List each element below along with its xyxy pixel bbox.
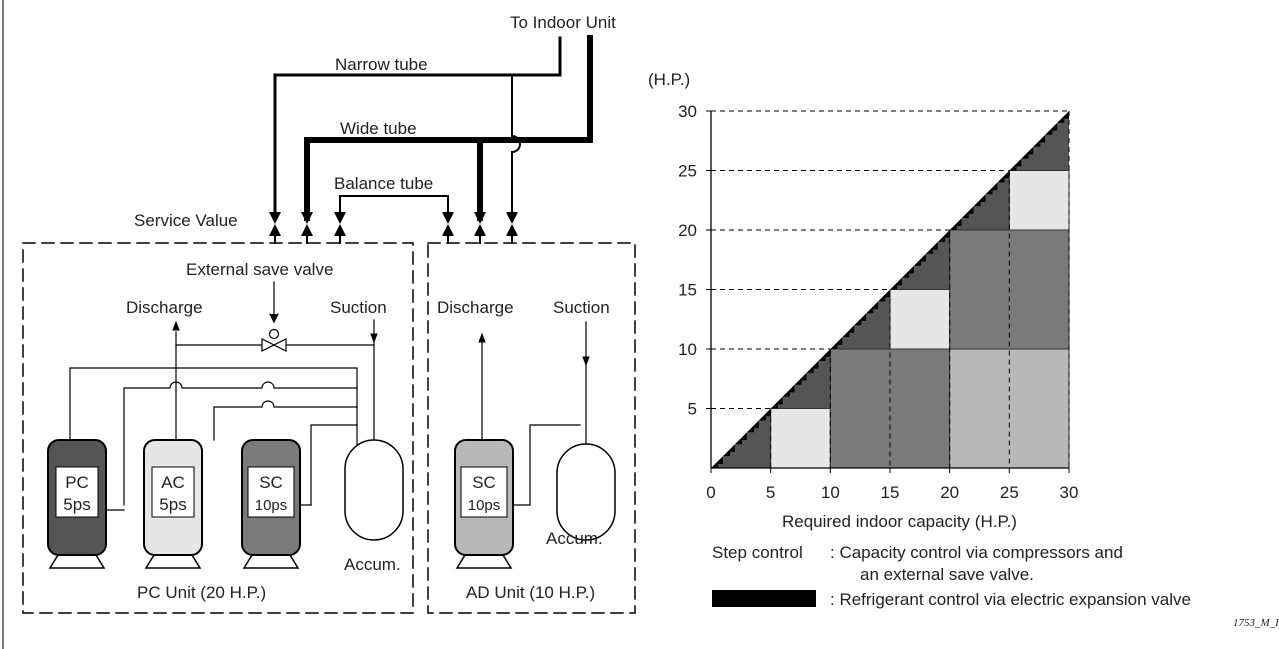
ad-unit-box: [427, 242, 636, 614]
external-valve-label: External save valve: [186, 260, 333, 279]
y-tick-label: 5: [688, 400, 697, 419]
x-tick-label: 20: [940, 483, 959, 502]
refrigerant-step: [901, 265, 914, 278]
compressor-sc-name: SC: [259, 473, 283, 492]
refrigerant-step: [711, 456, 723, 468]
refrigerant-step: [866, 301, 879, 314]
x-tick-label: 5: [766, 483, 775, 502]
step-control-desc: : Capacity control via compressors and: [830, 543, 1123, 562]
y-tick-label: 10: [678, 340, 697, 359]
compressor-pc-power: 5ps: [63, 495, 90, 514]
balance-tube: [339, 195, 449, 219]
refrigerant-step: [770, 396, 783, 409]
refrigerant-step: [806, 360, 819, 373]
pc-accum-label: Accum.: [344, 555, 401, 574]
x-tick-label: 10: [821, 483, 840, 502]
x-tick-label: 15: [881, 483, 900, 502]
y-unit-label: (H.P.): [648, 70, 690, 89]
refrigerant-step: [997, 170, 1010, 183]
refrigerant-step: [890, 277, 902, 290]
step-control-label: Step control: [712, 543, 803, 562]
x-tick-label: 25: [1000, 483, 1019, 502]
x-tick-label: 0: [706, 483, 715, 502]
compressor-pc-name: PC: [65, 473, 89, 492]
service-valve-label: Service Value: [134, 211, 238, 230]
refrigerant-step: [722, 444, 735, 457]
legend-black-swatch: [712, 590, 816, 607]
refrigerant-step: [1057, 111, 1069, 123]
y-tick-label: 30: [678, 102, 697, 121]
pc-suction-label: Suction: [330, 298, 387, 317]
refrigerant-step: [985, 182, 998, 195]
y-tick-label: 15: [678, 281, 697, 300]
narrow-tube-label: Narrow tube: [335, 55, 428, 74]
refrigerant-step: [758, 408, 771, 421]
refrigerant-step: [818, 349, 831, 361]
ad-discharge-label: Discharge: [437, 298, 514, 317]
x-tick-label: 30: [1060, 483, 1079, 502]
refrigerant-step: [937, 230, 950, 242]
valve-risers: [274, 229, 513, 244]
refrigerant-control-desc: : Refrigerant control via electric expan…: [830, 590, 1191, 609]
compressor-sc-ad-power: 10ps: [468, 497, 501, 514]
balance-tube-label: Balance tube: [334, 174, 433, 193]
wide-tube: [304, 35, 593, 221]
capacity-block: [889, 289, 951, 350]
pc-accumulator: [344, 439, 404, 541]
capacity-block: [770, 408, 831, 469]
pc-discharge-label: Discharge: [126, 298, 203, 317]
external-valve-icon: [261, 338, 287, 352]
refrigerant-step: [949, 218, 962, 230]
ad-suction-label: Suction: [553, 298, 610, 317]
narrow-tube-ad-branch: [511, 74, 521, 219]
refrigerant-step: [854, 313, 867, 326]
pc-unit-label: PC Unit (20 H.P.): [137, 583, 266, 602]
refrigerant-step: [842, 325, 855, 338]
chart-ticks: 0 5 10 15 20 25 30 5 10 15 20 25 30: [678, 102, 1078, 502]
y-tick-label: 20: [678, 221, 697, 240]
pc-unit-box: [22, 242, 414, 614]
wide-tube-label: Wide tube: [340, 119, 417, 138]
service-valve-icons: [269, 212, 518, 236]
capacity-block: [1008, 170, 1070, 231]
compressor-ac-name: AC: [161, 473, 185, 492]
narrow-tube: [273, 36, 562, 220]
ad-accumulator: [556, 443, 616, 541]
figure-code: 1753_M_I: [1233, 617, 1279, 629]
capacity-chart: 0 5 10 15 20 25 30 5 10 15 20 25 30: [678, 102, 1078, 502]
piping-diagram: [22, 35, 636, 614]
compressor-sc-power: 10ps: [255, 497, 288, 514]
y-tick-label: 25: [678, 162, 697, 181]
ad-unit-label: AD Unit (10 H.P.): [466, 583, 595, 602]
x-axis-label: Required indoor capacity (H.P.): [782, 512, 1017, 531]
step-control-desc-2: an external save valve.: [860, 565, 1034, 584]
to-indoor-label: To Indoor Unit: [510, 13, 616, 32]
compressor-sc-ad-name: SC: [472, 473, 496, 492]
ad-accum-label: Accum.: [546, 529, 603, 548]
compressor-ac-power: 5ps: [159, 495, 186, 514]
